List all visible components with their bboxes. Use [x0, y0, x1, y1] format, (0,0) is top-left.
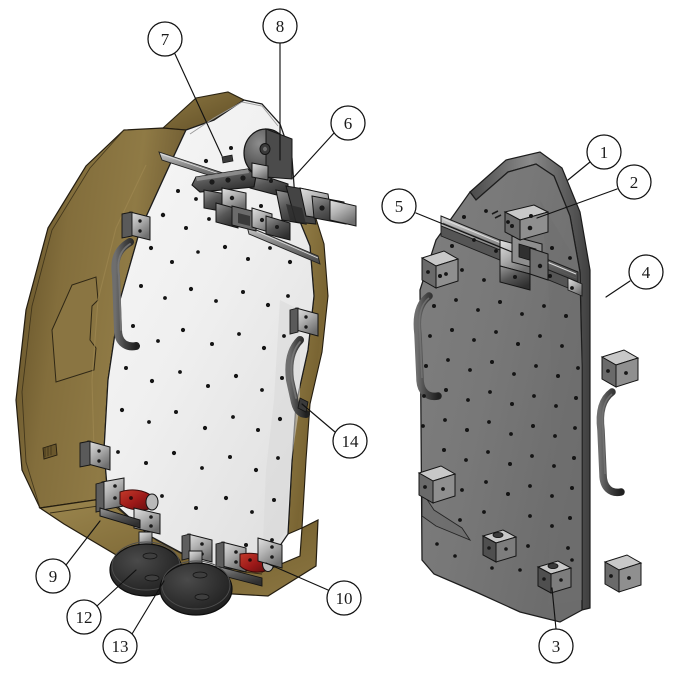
- shell-crease-upper: [21, 129, 125, 509]
- tube-grab-handle-right-left: [413, 292, 442, 401]
- callout-3-circle[interactable]: [538, 628, 574, 664]
- cube-mount-block-left-upper: [420, 250, 460, 289]
- tube-grab-handle-right: [285, 336, 310, 418]
- callout-14-leader-line: [301, 403, 336, 433]
- callout-2-circle[interactable]: [616, 164, 652, 200]
- cube-mount-block-bottom-left: [481, 529, 518, 563]
- callout-9-circle[interactable]: [35, 558, 71, 594]
- lower-right-hardware: [215, 537, 283, 587]
- cube-mount-block-bottom-right: [603, 554, 643, 593]
- callout-12-leader-line: [96, 569, 137, 607]
- callout-12[interactable]: 12: [66, 569, 137, 635]
- callout-4-leader-line: [605, 280, 631, 298]
- callout-2-leader-line: [536, 188, 618, 219]
- shell-vent-ribs: [44, 445, 52, 457]
- disc-caster-wheel-right: [159, 550, 233, 616]
- callout-5-circle[interactable]: [381, 188, 417, 224]
- angle-mount-bracket-right: [289, 307, 319, 337]
- callout-14-circle[interactable]: [332, 423, 368, 459]
- callout-8-circle[interactable]: [262, 8, 298, 44]
- left-assembly: [15, 91, 357, 616]
- tube-grab-handle-right-left-hl: [418, 297, 430, 379]
- callout-1-circle[interactable]: [586, 134, 622, 170]
- callout-3-leader-line: [551, 587, 557, 630]
- right-assembly: [413, 151, 643, 623]
- angle-mount-bracket-lower-left: [79, 440, 111, 471]
- cube-mount-block-left-lower: [417, 465, 457, 504]
- gray-plate-bolt-holes: [421, 209, 580, 572]
- tube-grab-handle-right-right-hl: [601, 393, 613, 475]
- callout-1[interactable]: 1: [567, 134, 622, 181]
- callout-12-circle[interactable]: [66, 599, 102, 635]
- tube-grab-handle-left-hl: [117, 243, 131, 331]
- cube-mount-block-bottom-center: [536, 560, 573, 594]
- plate-face-shading: [540, 200, 582, 606]
- shell-vent-slot: [42, 443, 58, 460]
- lower-left-hardware: [95, 477, 161, 535]
- cube-mount-block-right-upper: [600, 349, 640, 388]
- callout-9-leader-line: [65, 520, 101, 566]
- rail-carriage-block: [499, 235, 549, 291]
- callout-7-leader-line: [174, 53, 223, 157]
- callout-7[interactable]: 7: [147, 21, 223, 157]
- callout-10-leader-line: [265, 562, 329, 591]
- tube-grab-handle-left: [111, 238, 140, 351]
- callout-7-circle[interactable]: [147, 21, 183, 57]
- callout-6-leader-line: [292, 132, 335, 179]
- angle-mount-bracket-upper-left: [121, 211, 151, 241]
- gray-plate: [419, 163, 583, 623]
- callout-10-circle[interactable]: [326, 580, 362, 616]
- plate-hash-marks: [491, 210, 502, 219]
- plate-bottom-chamfer: [421, 490, 472, 541]
- pivot-linkage-arm: [191, 154, 269, 193]
- gusset-bracket: [275, 185, 357, 227]
- callout-4[interactable]: 4: [605, 254, 664, 298]
- callout-6-circle[interactable]: [330, 105, 366, 141]
- callout-13-circle[interactable]: [102, 628, 138, 664]
- shell-recess-panel: [51, 276, 99, 383]
- tube-grab-handle-right-right: [596, 388, 625, 497]
- cube-mount-block-top: [503, 204, 550, 241]
- shell-highlight: [91, 164, 147, 451]
- tube-grab-handle-right-hl: [290, 341, 301, 399]
- callout-13-leader-line: [131, 580, 165, 635]
- callout-14[interactable]: 14: [301, 403, 368, 459]
- callout-4-circle[interactable]: [628, 254, 664, 290]
- callout-5-leader-line: [415, 212, 513, 253]
- inner-panel-dome-seam: [189, 101, 279, 135]
- center-clamp-blocks: [203, 187, 291, 241]
- callout-6[interactable]: 6: [292, 105, 366, 179]
- callout-1-leader-line: [567, 161, 591, 181]
